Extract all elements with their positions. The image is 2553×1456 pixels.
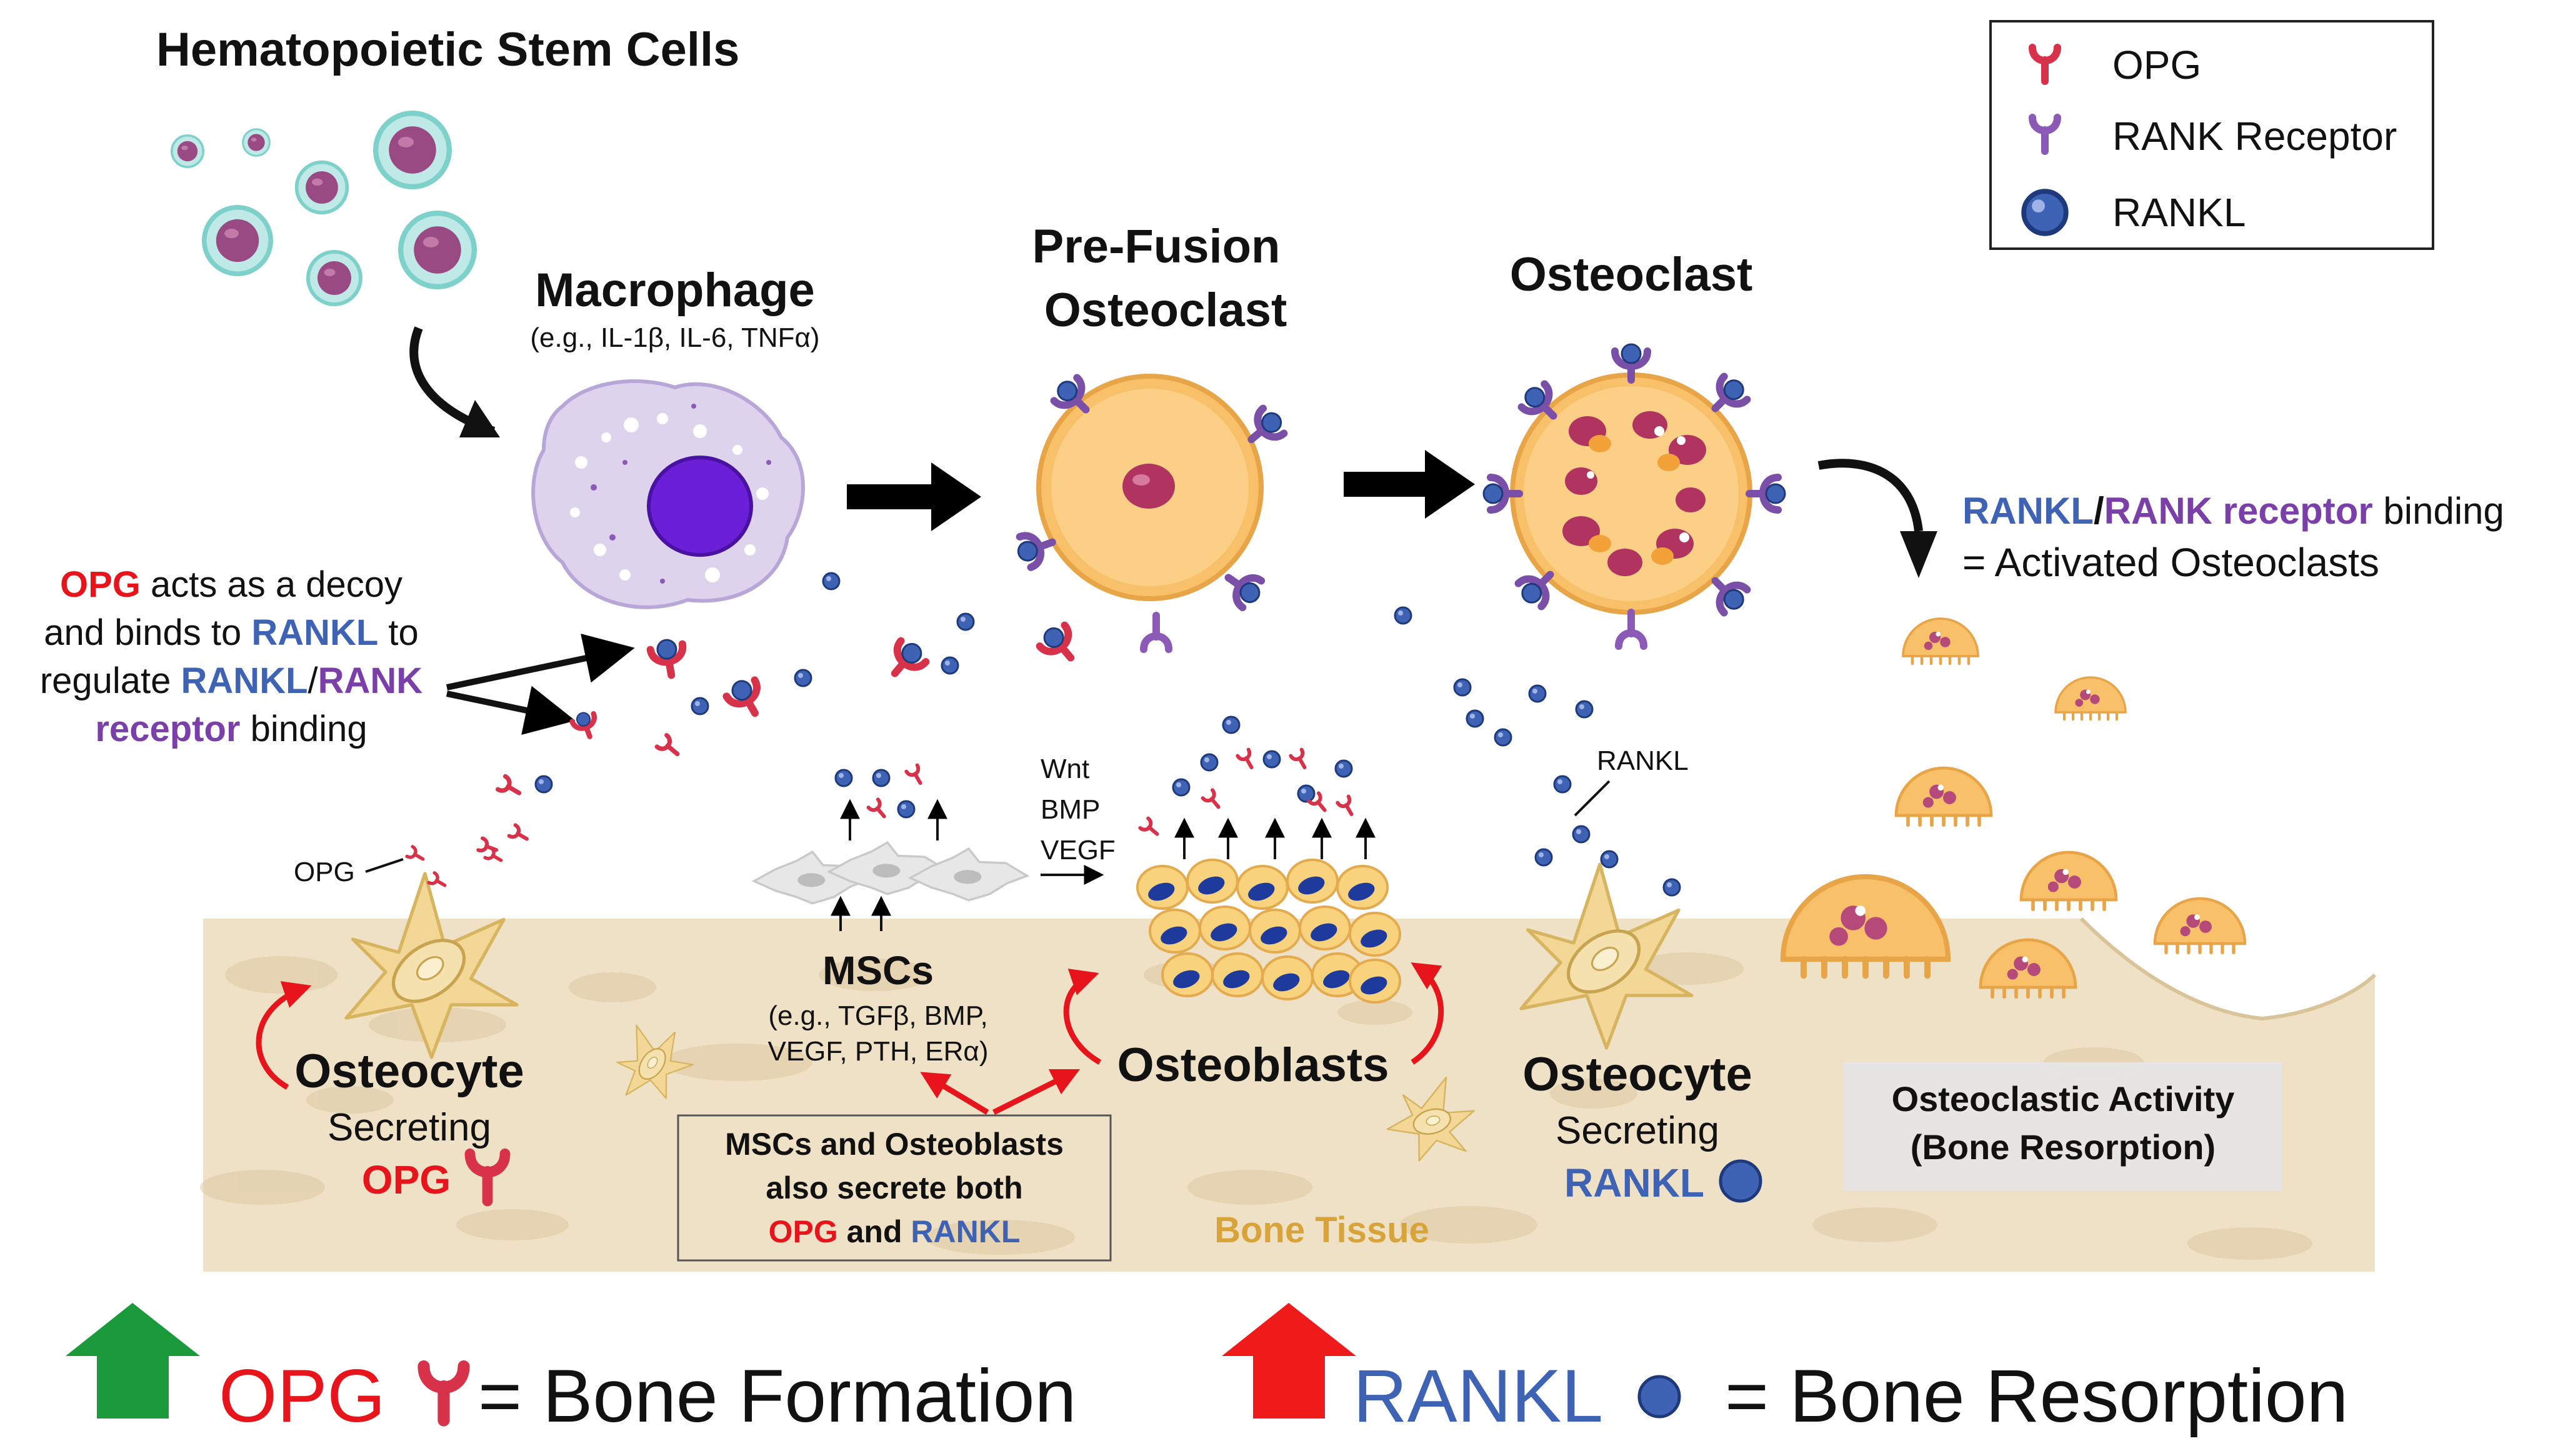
msc-cells	[752, 841, 1029, 905]
bottom-bone-resorption: = Bone Resorption	[1725, 1354, 2348, 1438]
osteocyte-left-title: Osteocyte	[294, 1045, 524, 1098]
hsc-arrow-head	[459, 400, 500, 437]
svg-text:and binds to RANKL to: and binds to RANKL to	[44, 612, 419, 653]
svg-text:OPG acts as a decoy: OPG acts as a decoy	[60, 564, 402, 605]
hsc-cells	[170, 113, 474, 304]
activation-arrow	[1817, 459, 1923, 532]
macrophage-heading: Macrophage	[535, 264, 815, 317]
wnt-label: Wnt	[1041, 754, 1089, 784]
secrete-box-and: and	[838, 1214, 911, 1249]
osteocyte-left-feedback-arrow	[256, 981, 312, 1090]
opg-decoy-text: OPG acts as a decoy and binds to RANKL t…	[40, 564, 422, 749]
legend-rankl-label: RANKL	[2112, 190, 2246, 235]
bmp-label: BMP	[1041, 794, 1100, 825]
decoy-rankl-2: RANKL	[181, 661, 308, 701]
osteoclast-cell	[1510, 372, 1752, 615]
decoy-slash: /	[308, 661, 319, 701]
secrete-box-line2: also secrete both	[766, 1170, 1022, 1205]
decoy-rankl: RANKL	[251, 612, 378, 653]
hsc-heading: Hematopoietic Stem Cells	[156, 23, 739, 76]
macrophage-to-prefusion-arrow	[847, 462, 981, 531]
decoy-line2-b: to	[378, 612, 419, 653]
bottom-bone-formation: = Bone Formation	[478, 1354, 1076, 1438]
osteocyte-right-secreting: Secreting	[1556, 1109, 1719, 1152]
resorption-line1: Osteoclastic Activity	[1892, 1079, 2235, 1119]
svg-text:regulate RANKL/RANK: regulate RANKL/RANK	[40, 661, 422, 701]
secrete-box-line1: MSCs and Osteoblasts	[725, 1127, 1064, 1162]
bottom-opg-label: OPG	[219, 1354, 386, 1438]
bone-tissue-label: Bone Tissue	[1214, 1210, 1429, 1250]
rankl-pointer-line	[1574, 780, 1611, 817]
prefusion-to-osteoclast-arrow	[1344, 450, 1475, 519]
opg-increase-green-arrow-icon	[66, 1303, 200, 1419]
osteoblasts-title: Osteoblasts	[1117, 1039, 1389, 1092]
osteocyte-left-secreting: Secreting	[327, 1106, 491, 1149]
decoy-opg: OPG	[60, 564, 141, 605]
bottom-rankl-label: RANKL	[1353, 1354, 1603, 1438]
osteocyte-right-title: Osteocyte	[1522, 1048, 1752, 1101]
bottom-rankl-icon	[1637, 1375, 1681, 1419]
prefusion-osteoclast-cell	[1036, 374, 1264, 601]
prefusion-heading-line1: Pre-Fusion	[1032, 220, 1281, 273]
osteoblast-secreted-molecules	[1140, 716, 1357, 839]
activation-rank: RANK receptor	[2104, 490, 2373, 532]
msc-examples-line2: VEGF, PTH, ERα)	[767, 1036, 988, 1067]
activation-arrow-head	[1900, 531, 1937, 578]
decoy-arrow-lower	[446, 686, 576, 735]
activation-line2: = Activated Osteoclasts	[1962, 540, 2379, 585]
box-to-osteoblast-arrow	[992, 1069, 1081, 1115]
rankl-small-label: RANKL	[1597, 745, 1689, 776]
osteoblast-upward-arrows	[1174, 817, 1376, 859]
osteocyte-right-rankl-icon	[1719, 1159, 1762, 1203]
decoy-line2-a: and binds to	[44, 612, 251, 653]
vegf-label: VEGF	[1041, 835, 1116, 865]
secrete-info-box	[677, 1114, 1112, 1262]
decoy-arrow-upper	[446, 634, 635, 691]
msc-title: MSCs	[822, 948, 934, 993]
activation-slash: /	[2094, 490, 2104, 532]
msc-upward-arrows	[831, 799, 947, 931]
rankl-increase-red-arrow-icon	[1222, 1303, 1356, 1419]
activation-line1: RANKL/RANK receptor binding	[1962, 490, 2504, 532]
decoy-line3-a: regulate	[40, 661, 181, 701]
legend-rank-label: RANK Receptor	[2112, 114, 2397, 159]
legend: OPG RANK Receptor RANKL	[1989, 20, 2434, 250]
osteoblast-left-feedback-arrow	[1063, 969, 1102, 1065]
rankl-legend-icon	[2024, 191, 2066, 234]
osteocyte-left-opg: OPG	[362, 1157, 451, 1202]
secrete-box-opg: OPG	[769, 1214, 838, 1249]
box-to-msc-arrow	[920, 1072, 989, 1115]
osteocyte-right-rankl: RANKL	[1564, 1160, 1704, 1205]
legend-opg-label: OPG	[2112, 42, 2201, 87]
resorption-box-bg	[1844, 1062, 2282, 1190]
svg-text:receptor binding: receptor binding	[95, 709, 367, 749]
opg-pointer-line	[365, 858, 404, 873]
macrophage-cell	[531, 379, 805, 609]
osteoblast-right-feedback-arrow	[1411, 962, 1444, 1065]
prefusion-heading-line2: Osteoclast	[1044, 284, 1287, 337]
osteoclast-heading: Osteoclast	[1510, 248, 1753, 301]
activation-rankl: RANKL	[1962, 490, 2094, 532]
resorption-box: Osteoclastic Activity (Bone Resorption)	[1844, 1062, 2282, 1190]
secrete-box-rankl: RANKL	[911, 1214, 1020, 1249]
activation-binding: binding	[2373, 490, 2504, 532]
decoy-binding: binding	[240, 709, 367, 749]
msc-examples-line1: (e.g., TGFβ, BMP,	[768, 1000, 987, 1031]
opg-small-label: OPG	[294, 857, 355, 887]
bone-tissue-band	[200, 917, 2377, 1272]
resorption-line2: (Bone Resorption)	[1911, 1127, 2216, 1167]
svg-text:OPG and RANKL: OPG and RANKL	[769, 1214, 1021, 1249]
bottom-opg-icon	[424, 1367, 464, 1420]
decoy-receptor: receptor	[95, 709, 240, 749]
decoy-rank: RANK	[318, 661, 423, 701]
decoy-line1-rest: acts as a decoy	[141, 564, 402, 605]
macrophage-examples: (e.g., IL-1β, IL-6, TNFα)	[530, 322, 819, 353]
bottom-summary: OPG = Bone Formation RANKL = Bone Resorp…	[66, 1303, 2348, 1438]
osteoblast-cluster	[1136, 859, 1401, 1004]
